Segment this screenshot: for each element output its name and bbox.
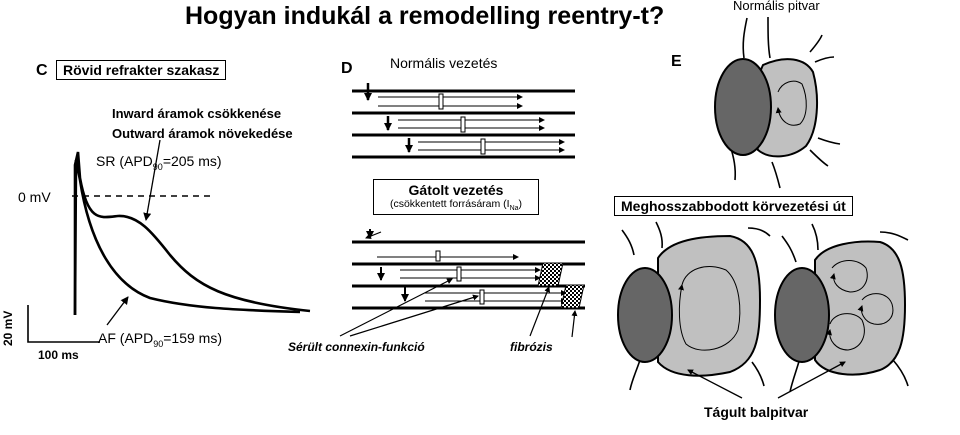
af-subscript: 90 — [153, 338, 164, 349]
blocked-conduction-sub: (csökkentett forrásáram (INa) — [380, 199, 532, 212]
sr-label-text: SR (APD — [96, 153, 153, 169]
long-path-label: Meghosszabbodott körvezetési út — [614, 196, 853, 216]
scale-ms-label: 100 ms — [38, 348, 79, 362]
dilated-atrium-label: Tágult balpitvar — [704, 404, 809, 420]
dilated-right-atrium-1 — [617, 267, 673, 363]
panel-e-letter: E — [671, 53, 682, 70]
sr-apd-label: SR (APD90=205 ms) — [96, 154, 222, 172]
af-value-text: =159 ms) — [163, 330, 222, 346]
sr-pointer-arrow — [143, 139, 161, 221]
af-pointer-arrow — [106, 296, 129, 326]
dilated-pointer-right — [777, 361, 846, 399]
blocked-conduction-label: Gátolt vezetés — [408, 182, 504, 198]
normal-right-atrium — [714, 58, 772, 156]
sub-prefix: (csökkentett forrásáram (I — [389, 198, 510, 210]
action-potential-traces — [27, 139, 311, 343]
fibrosis-patch-2 — [560, 284, 585, 309]
dilated-pointer-left — [687, 369, 743, 399]
sub-index: Na — [509, 205, 519, 213]
sr-value-text: =205 ms) — [162, 153, 222, 169]
panel-d-letter: D — [341, 60, 353, 77]
sr-trace — [73, 151, 311, 315]
af-apd-label: AF (APD90=159 ms) — [98, 331, 222, 349]
fibrosis-label: fibrózis — [510, 340, 553, 354]
zero-mv-label: 0 mV — [18, 189, 51, 205]
refractory-period-label: Rövid refrakter szakasz — [56, 60, 227, 80]
blocked-conduction-box: Gátolt vezetés (csökkentett forrásáram (… — [373, 179, 539, 215]
normal-conduction-label: Normális vezetés — [390, 55, 498, 71]
page-title: Hogyan indukál a remodelling reentry-t? — [185, 2, 665, 30]
normal-atrium-diagram — [714, 16, 841, 189]
af-label-text: AF (APD — [98, 330, 154, 346]
normal-atrium-label: Normális pitvar — [733, 0, 820, 13]
normal-conduction-diagram — [352, 83, 575, 159]
dilated-atrium-1 — [657, 234, 762, 377]
scale-bar — [27, 305, 100, 343]
inward-currents-text: Inward áramok csökkenése — [112, 106, 282, 121]
fibrosis-patch-1 — [537, 262, 564, 287]
sub-suffix: ) — [518, 198, 523, 210]
connexin-label: Sérült connexin-funkció — [288, 340, 425, 354]
dilated-right-atrium-2 — [774, 267, 830, 363]
panel-c-letter: C — [36, 62, 48, 79]
dilated-atrium-diagram — [617, 221, 909, 399]
outward-currents-text: Outward áramok növekedése — [112, 126, 293, 141]
af-trace — [73, 159, 301, 316]
sr-subscript: 90 — [152, 161, 163, 172]
blocked-conduction-diagram — [339, 229, 585, 338]
